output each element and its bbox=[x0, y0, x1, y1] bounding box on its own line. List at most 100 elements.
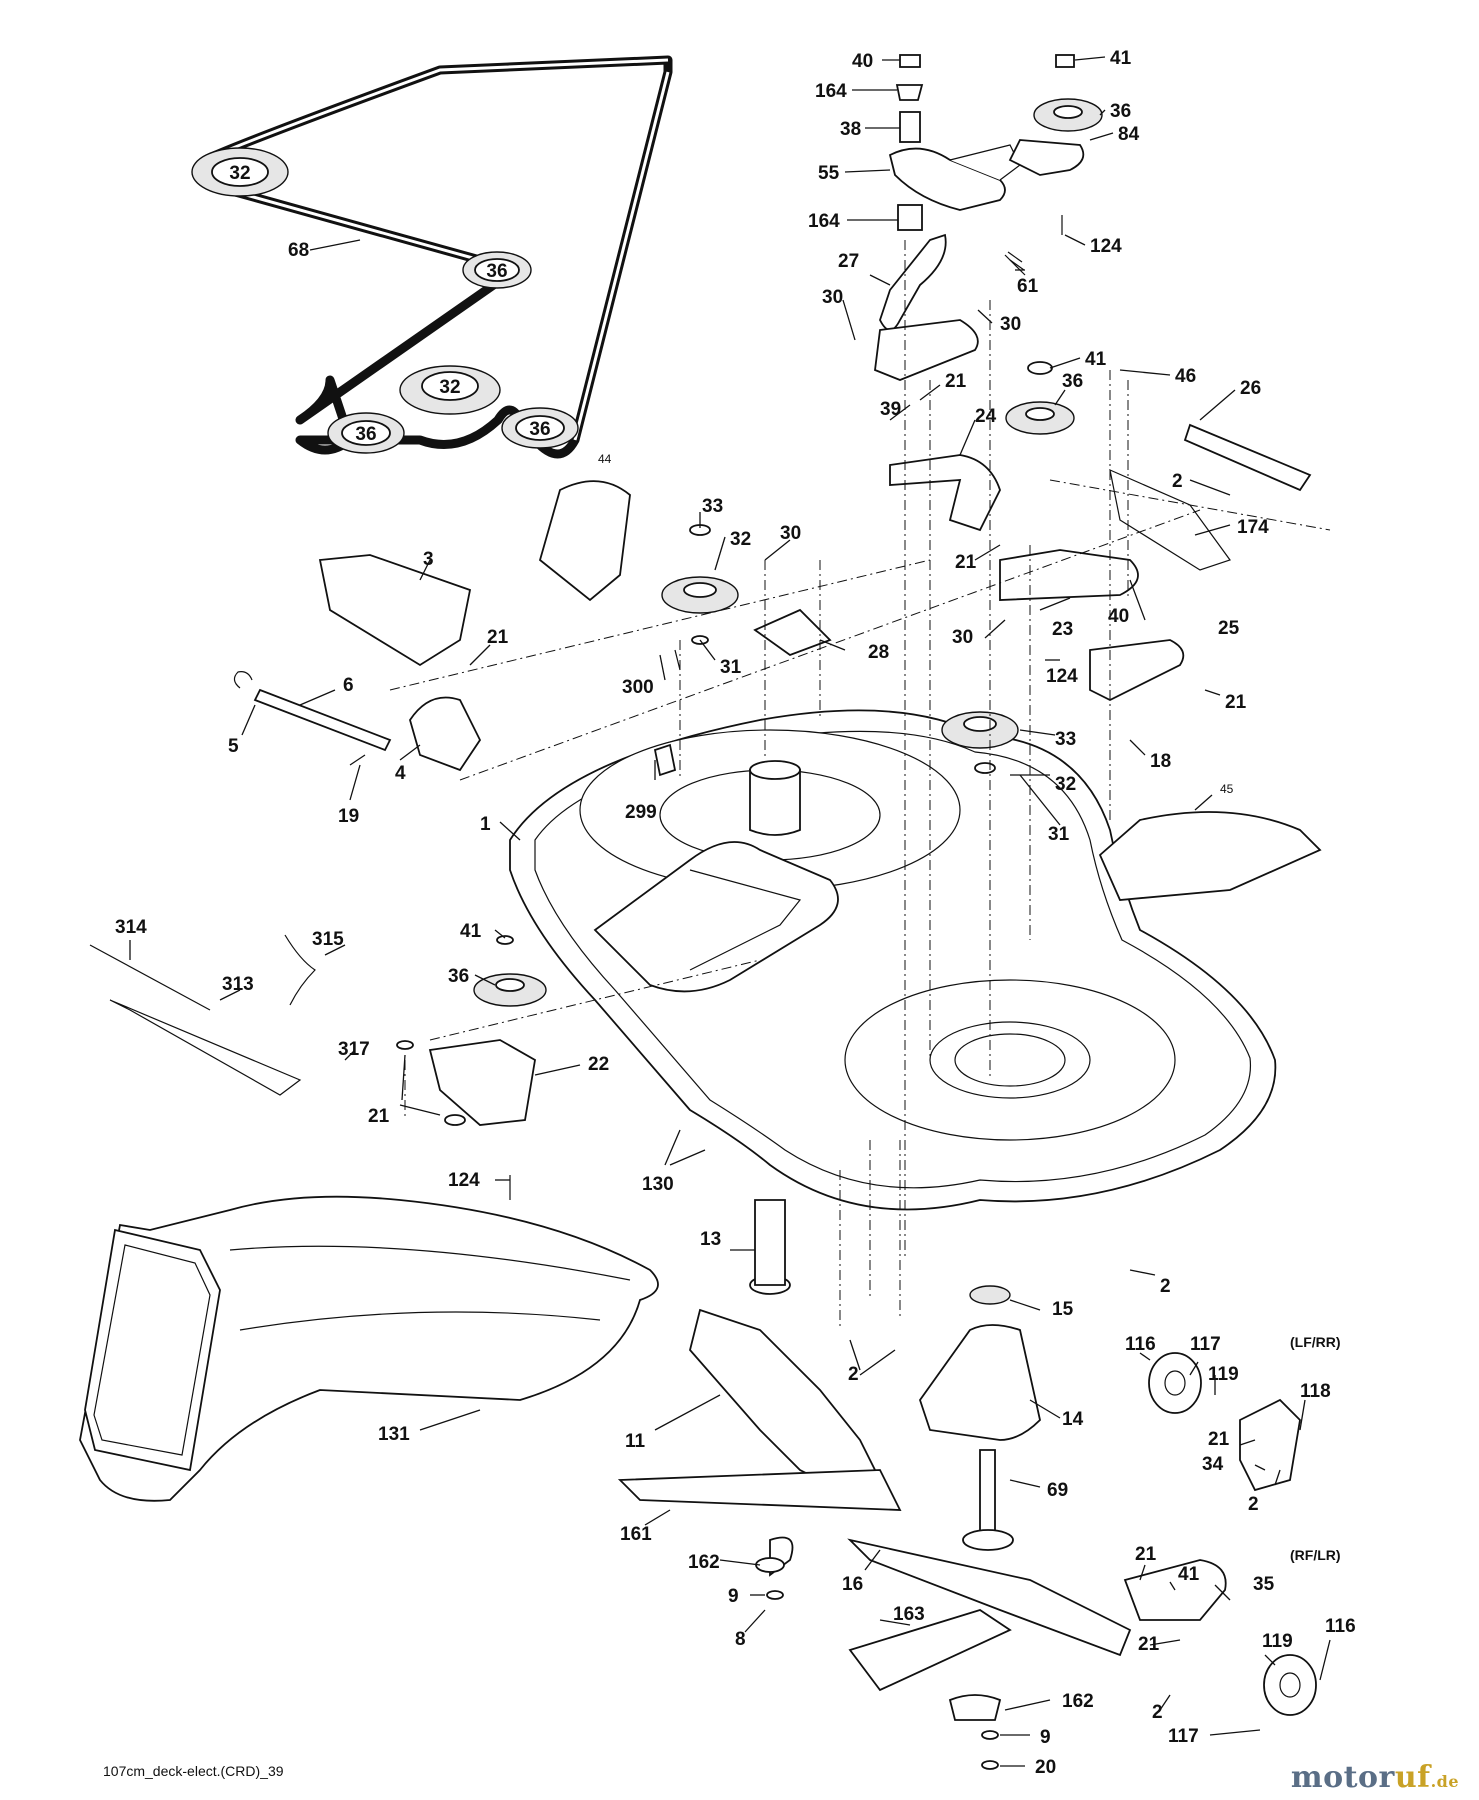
label-41: 41 bbox=[1178, 1564, 1200, 1585]
discharge-chute bbox=[79, 1195, 659, 1502]
label-31: 31 bbox=[1048, 824, 1070, 845]
label-5: 5 bbox=[228, 736, 239, 757]
parts-left bbox=[89, 934, 547, 1200]
label-36: 36 bbox=[1110, 101, 1131, 122]
label-3: 3 bbox=[423, 549, 434, 570]
label-46: 46 bbox=[1175, 366, 1196, 387]
label-41: 41 bbox=[460, 921, 482, 942]
label-32: 32 bbox=[730, 529, 751, 550]
label-314: 314 bbox=[115, 917, 147, 938]
parts-upper-right bbox=[889, 361, 1322, 901]
label-25: 25 bbox=[1218, 618, 1240, 639]
brand-tld: .de bbox=[1430, 1772, 1459, 1791]
label-22: 22 bbox=[588, 1054, 609, 1075]
label-9: 9 bbox=[1040, 1727, 1051, 1748]
label-119: 119 bbox=[1208, 1364, 1239, 1385]
label-118: 118 bbox=[1300, 1381, 1331, 1402]
label-117: 117 bbox=[1168, 1726, 1199, 1747]
label-164: 164 bbox=[808, 211, 840, 232]
label-161: 161 bbox=[620, 1524, 652, 1545]
label-84: 84 bbox=[1118, 124, 1140, 145]
label-35: 35 bbox=[1253, 1574, 1275, 1595]
label-116: 116 bbox=[1325, 1616, 1356, 1637]
label-69: 69 bbox=[1047, 1480, 1068, 1501]
label-11: 11 bbox=[625, 1431, 646, 1452]
label-300: 300 bbox=[622, 677, 654, 698]
gauge-wheel-assemblies bbox=[1123, 1352, 1317, 1716]
label-9: 9 bbox=[728, 1586, 739, 1607]
label-14: 14 bbox=[1062, 1409, 1084, 1430]
label-30: 30 bbox=[780, 523, 801, 544]
label-119: 119 bbox=[1262, 1631, 1293, 1652]
label-34: 34 bbox=[1202, 1454, 1224, 1475]
label-31: 31 bbox=[720, 657, 742, 678]
label-2: 2 bbox=[1152, 1702, 1163, 1723]
label-15: 15 bbox=[1052, 1299, 1074, 1320]
label-116: 116 bbox=[1125, 1334, 1156, 1355]
label-24: 24 bbox=[975, 406, 997, 427]
belt-routing-inset: 32 36 32 36 36 bbox=[191, 55, 673, 459]
label-36: 36 bbox=[1062, 371, 1083, 392]
label-13: 13 bbox=[700, 1229, 721, 1250]
label-21: 21 bbox=[955, 552, 977, 573]
label-21: 21 bbox=[1138, 1634, 1160, 1655]
label-20: 20 bbox=[1035, 1757, 1056, 1778]
label-162: 162 bbox=[688, 1552, 720, 1573]
pulley-label: 32 bbox=[229, 163, 250, 184]
label-4: 4 bbox=[395, 763, 406, 784]
label-18: 18 bbox=[1150, 751, 1171, 772]
label-41: 41 bbox=[1085, 349, 1107, 370]
label-117: 117 bbox=[1190, 1334, 1221, 1355]
label-30: 30 bbox=[952, 627, 973, 648]
label-61: 61 bbox=[1017, 276, 1039, 297]
label-27: 27 bbox=[838, 251, 859, 272]
label-6: 6 bbox=[343, 675, 354, 696]
label-19: 19 bbox=[338, 806, 359, 827]
label-68: 68 bbox=[288, 240, 309, 261]
note-rf-lr: (RF/LR) bbox=[1290, 1547, 1341, 1563]
label-21: 21 bbox=[1135, 1544, 1157, 1565]
label-39: 39 bbox=[880, 399, 901, 420]
parts-upper-left bbox=[233, 480, 832, 777]
label-124: 124 bbox=[1090, 236, 1122, 257]
parts-lower bbox=[617, 1199, 1132, 1770]
label-41: 41 bbox=[1110, 48, 1132, 69]
pulley-label: 36 bbox=[355, 424, 376, 445]
pulley-label: 36 bbox=[529, 419, 550, 440]
label-30: 30 bbox=[822, 287, 843, 308]
pulley-label: 32 bbox=[439, 377, 460, 398]
label-317: 317 bbox=[338, 1039, 370, 1060]
part-labels: 40 164 38 55 164 41 36 84 124 61 27 30 3… bbox=[115, 48, 1356, 1778]
label-174: 174 bbox=[1237, 517, 1269, 538]
label-163: 163 bbox=[893, 1604, 925, 1625]
label-21: 21 bbox=[1225, 692, 1247, 713]
label-45: 45 bbox=[1220, 782, 1234, 796]
brand-watermark: motoruf.de bbox=[1291, 1760, 1459, 1795]
label-21: 21 bbox=[945, 371, 967, 392]
label-36: 36 bbox=[448, 966, 469, 987]
label-21: 21 bbox=[1208, 1429, 1230, 1450]
label-40: 40 bbox=[852, 51, 873, 72]
label-8: 8 bbox=[735, 1629, 746, 1650]
label-44: 44 bbox=[598, 452, 612, 466]
label-124: 124 bbox=[1046, 666, 1078, 687]
label-55: 55 bbox=[818, 163, 840, 184]
label-16: 16 bbox=[842, 1574, 863, 1595]
deck-housing bbox=[509, 709, 1277, 1211]
label-28: 28 bbox=[868, 642, 889, 663]
label-313: 313 bbox=[222, 974, 254, 995]
pulley-label: 36 bbox=[486, 261, 507, 282]
label-23: 23 bbox=[1052, 619, 1073, 640]
idler-arm-assembly bbox=[874, 54, 1103, 381]
label-131: 131 bbox=[378, 1424, 410, 1445]
label-21: 21 bbox=[487, 627, 509, 648]
brand-main: motor bbox=[1290, 1760, 1395, 1795]
leader-lines bbox=[129, 56, 1331, 1767]
label-2: 2 bbox=[848, 1364, 859, 1385]
label-32: 32 bbox=[1055, 774, 1076, 795]
brand-accent: uf bbox=[1394, 1760, 1431, 1795]
label-26: 26 bbox=[1240, 378, 1261, 399]
label-2: 2 bbox=[1160, 1276, 1171, 1297]
label-40: 40 bbox=[1108, 606, 1129, 627]
